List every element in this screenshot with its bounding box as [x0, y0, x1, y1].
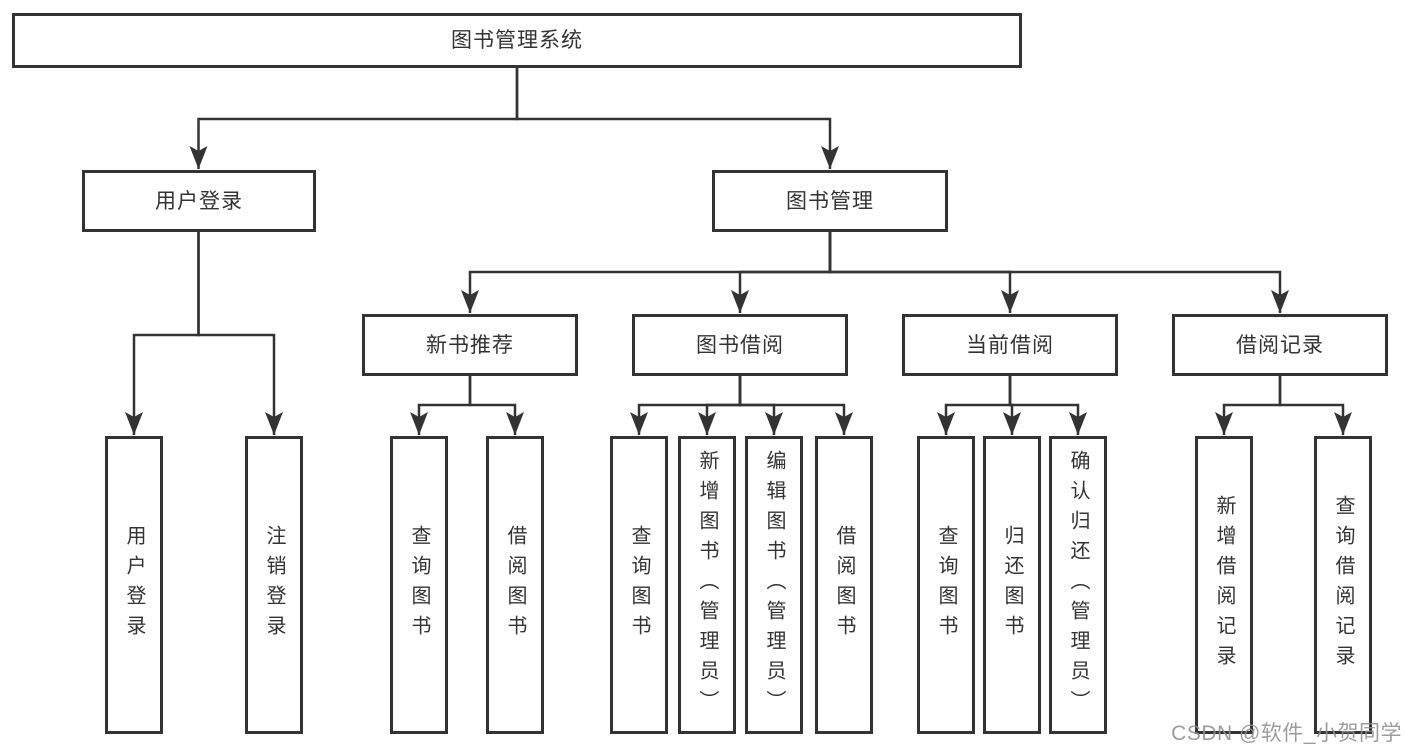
node-user-login: 用户登录 — [82, 170, 316, 232]
leaf-borrow-edit-book-label: 编辑图书（管理员） — [763, 450, 785, 720]
leaf-borrow-edit-book: 编辑图书（管理员） — [745, 436, 803, 734]
edge-root-book-management — [515, 68, 839, 169]
edge-borrow-borrow — [738, 376, 853, 435]
node-current-borrow-label: 当前借阅 — [966, 333, 1054, 357]
edge-borrow-add — [698, 376, 742, 435]
edge-current-query — [937, 376, 1012, 435]
node-book-management-label: 图书管理 — [786, 189, 874, 213]
node-user-login-label: 用户登录 — [155, 189, 243, 213]
leaf-recommend-query-book-label: 查询图书 — [408, 525, 430, 645]
leaf-borrow-borrow-book: 借阅图书 — [815, 436, 873, 734]
edge-recommend-borrow — [468, 376, 524, 435]
edge-mgmt-borrow-records — [828, 232, 1289, 313]
node-borrow-records: 借阅记录 — [1172, 314, 1388, 376]
leaf-logout: 注销登录 — [245, 436, 303, 734]
edge-records-query — [1278, 376, 1352, 435]
leaf-recommend-query-book: 查询图书 — [390, 436, 448, 734]
node-current-borrow: 当前借阅 — [902, 314, 1118, 376]
leaf-logout-label: 注销登录 — [263, 525, 285, 645]
leaf-records-query-record: 查询借阅记录 — [1314, 436, 1372, 734]
node-root-label: 图书管理系统 — [451, 29, 583, 52]
leaf-current-query-book-label: 查询图书 — [935, 525, 957, 645]
node-borrow-records-label: 借阅记录 — [1236, 333, 1324, 357]
leaf-current-query-book: 查询图书 — [917, 436, 975, 734]
node-book-management: 图书管理 — [712, 170, 948, 232]
node-new-book-recommend: 新书推荐 — [362, 314, 578, 376]
edge-recommend-query — [410, 376, 472, 435]
edge-userlogin-leaf-logout — [197, 232, 283, 435]
leaf-current-confirm-return-label: 确认归还（管理员） — [1067, 450, 1089, 720]
edge-root-user-login — [189, 68, 519, 169]
node-root: 图书管理系统 — [12, 13, 1022, 68]
edge-current-confirm — [1008, 376, 1087, 435]
leaf-borrow-query-book: 查询图书 — [610, 436, 668, 734]
leaf-current-return-book-label: 归还图书 — [1001, 525, 1023, 645]
edge-records-add — [1215, 376, 1282, 435]
edge-userlogin-leaf-login — [125, 232, 200, 435]
node-new-book-recommend-label: 新书推荐 — [426, 333, 514, 357]
leaf-records-query-record-label: 查询借阅记录 — [1332, 495, 1354, 675]
watermark-text: CSDN @软件_小贺同学 — [1171, 722, 1402, 745]
leaf-recommend-borrow-book-label: 借阅图书 — [504, 525, 526, 645]
leaf-borrow-add-book-label: 新增图书（管理员） — [696, 450, 718, 720]
leaf-recommend-borrow-book: 借阅图书 — [486, 436, 544, 734]
edge-mgmt-book-borrow — [731, 232, 832, 313]
node-book-borrow: 图书借阅 — [632, 314, 848, 376]
leaf-current-return-book: 归还图书 — [983, 436, 1041, 734]
leaf-records-add-record: 新增借阅记录 — [1195, 436, 1253, 734]
node-book-borrow-label: 图书借阅 — [696, 333, 784, 357]
leaf-user-login-label: 用户登录 — [123, 525, 145, 645]
leaf-records-add-record-label: 新增借阅记录 — [1213, 495, 1235, 675]
leaf-borrow-borrow-book-label: 借阅图书 — [833, 525, 855, 645]
leaf-borrow-query-book-label: 查询图书 — [628, 525, 650, 645]
leaf-borrow-add-book: 新增图书（管理员） — [678, 436, 736, 734]
leaf-user-login: 用户登录 — [105, 436, 163, 734]
leaf-current-confirm-return: 确认归还（管理员） — [1049, 436, 1107, 734]
